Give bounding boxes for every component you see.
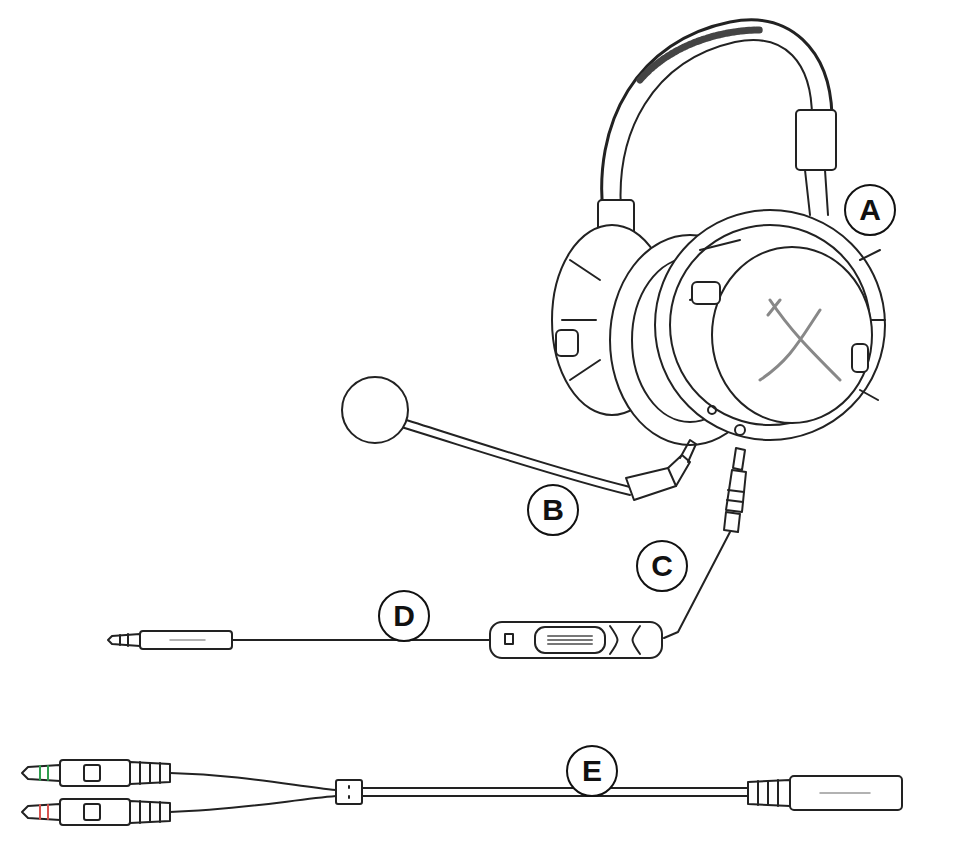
headset-cable <box>664 448 746 638</box>
right-ear-cup <box>610 210 885 445</box>
microphone-boom <box>342 377 696 500</box>
callout-circle: D <box>378 590 430 642</box>
callout-letter: B <box>542 495 564 525</box>
callout-circle: E <box>566 745 618 797</box>
splitter-cable <box>22 760 902 825</box>
callout-circle: B <box>527 484 579 536</box>
callout-letter: E <box>582 756 602 786</box>
callout-circle: A <box>844 184 896 236</box>
callout-circle: C <box>636 540 688 592</box>
callout-letter: C <box>651 551 673 581</box>
callout-letter: D <box>393 601 415 631</box>
headband <box>598 20 836 240</box>
callout-letter: A <box>859 195 881 225</box>
